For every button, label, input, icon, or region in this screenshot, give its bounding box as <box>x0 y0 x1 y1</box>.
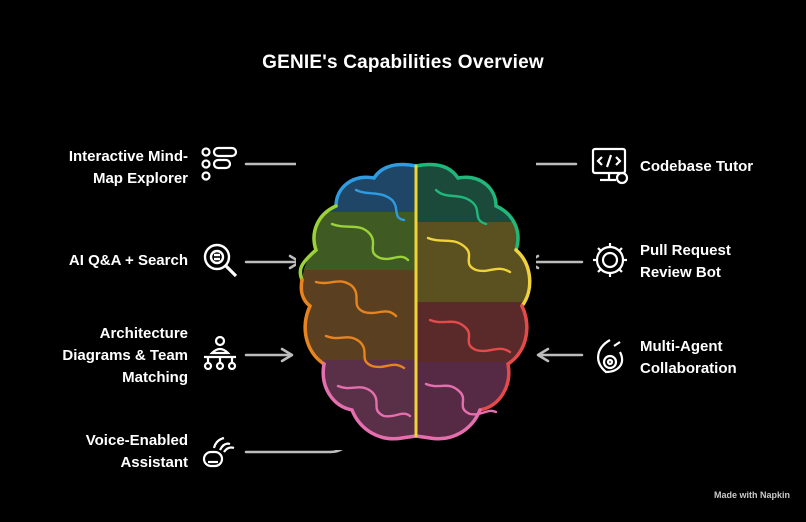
feature-label-multi-agent: Multi-Agent Collaboration <box>640 338 737 377</box>
network-icon <box>203 335 237 371</box>
feature-label-mind-map: Interactive Mind- Map Explorer <box>68 148 188 187</box>
feature-label-architecture: Architecture Diagrams & Team Matching <box>62 325 188 386</box>
mind-map-icon <box>201 146 238 181</box>
agents-icon <box>597 339 624 374</box>
code-screen-icon <box>591 147 629 185</box>
footer-credit: Made with Napkin <box>713 490 790 500</box>
feature-label-pr-bot: Pull Request Review Bot <box>640 242 731 281</box>
voice-icon <box>202 436 235 468</box>
arrow-multi-agent <box>536 347 584 363</box>
brain-illustration <box>296 160 536 450</box>
feature-label-voice: Voice-Enabled Assistant <box>85 432 188 471</box>
feature-label-ai-qa: AI Q&A + Search <box>68 252 188 269</box>
arrow-architecture <box>244 347 294 363</box>
page-title: GENIE's Capabilities Overview <box>262 52 544 73</box>
feature-label-codebase-tutor: Codebase Tutor <box>640 158 754 175</box>
search-icon <box>203 243 238 278</box>
gear-icon <box>593 243 627 277</box>
